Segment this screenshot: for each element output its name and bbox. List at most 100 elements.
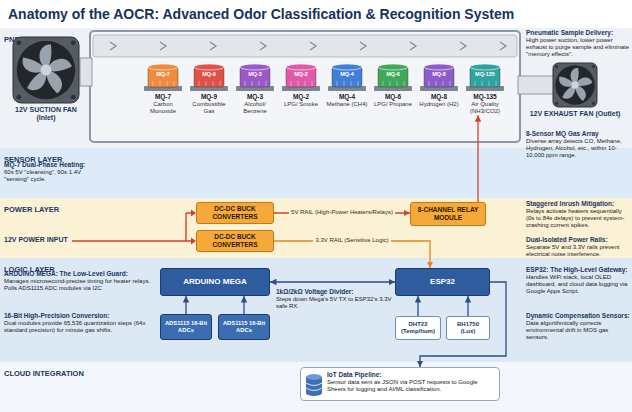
annotation-body: Diverse array detects CO, Methane, Hydro…	[526, 138, 630, 160]
fan-unit: 12V EXHAUST FAN (Outlet)	[522, 62, 628, 118]
adc-module-box: ADS1115 16-Bit ADCs	[218, 314, 270, 340]
annotation-heading: 1kΩ/2kΩ Voltage Divider:	[276, 288, 392, 296]
sensor-gas: Carbon Monoxide	[140, 101, 186, 115]
fan-opening	[555, 65, 595, 105]
layer-label: CLOUD INTEGRATION	[0, 367, 84, 378]
mesh-line	[450, 81, 451, 86]
box-label: ESP32	[430, 277, 455, 287]
sensor-name: MQ-9	[186, 93, 232, 101]
gas-sensor: MQ-2MQ-2LPG/ Smoke	[278, 62, 324, 112]
db-rings	[306, 383, 322, 391]
annotation-body: Manages microsecond-precise timing for h…	[4, 278, 154, 292]
mesh-line	[213, 81, 214, 86]
sensor-name: MQ-6	[370, 93, 416, 101]
annotation-heading: Dynamic Compensation Sensors:	[526, 312, 630, 320]
cap-label: MQ-7	[140, 71, 186, 78]
annotation-group: ARDUINO MEGA: The Low-Level Guard:Manage…	[4, 270, 154, 292]
airflow-chevrons	[110, 42, 506, 50]
rail-label: 5V RAIL (High-Power Heaters/Relays)	[289, 209, 395, 216]
mesh-line	[351, 81, 352, 86]
box-label: ADS1115 16-Bit ADCs	[222, 320, 266, 334]
connector	[467, 296, 468, 316]
power-module-box: DC-DC BUCK CONVERTERS	[196, 202, 274, 224]
mesh-line	[252, 81, 253, 86]
controller-box: ARDUINO MEGA	[160, 268, 270, 296]
air-duct	[93, 35, 517, 57]
arrow-head	[191, 238, 196, 245]
mesh-line	[436, 81, 437, 86]
mesh-line	[174, 81, 175, 86]
annotation-body: Steps down Mega's 5V TX to ESP32's 3.3V …	[276, 296, 392, 310]
mesh-line	[220, 81, 221, 86]
sensor-name: MQ-8	[416, 93, 462, 101]
sensor-name: MQ-135	[462, 93, 508, 101]
connector	[477, 115, 478, 202]
fan-unit: 12V SUCTION FAN (Inlet)	[6, 36, 86, 123]
mesh-line	[245, 81, 246, 86]
box-label: BH1750 (Lux)	[450, 321, 486, 335]
mesh-line	[496, 81, 497, 86]
box-label: DC-DC BUCK CONVERTERS	[201, 233, 269, 249]
sensor-cap-top	[470, 64, 500, 70]
mesh-line	[443, 81, 444, 86]
controller-box: ESP32	[395, 268, 490, 296]
mesh-line	[167, 81, 168, 86]
mesh-line	[153, 81, 154, 86]
database-icon	[305, 373, 323, 397]
mesh-line	[344, 81, 345, 86]
gas-sensor: MQ-6MQ-6LPG/ Propane	[370, 62, 416, 112]
cap-label: MQ-6	[370, 71, 416, 78]
gas-sensor: MQ-135MQ-135Air Quality (NH3/CO2)	[462, 62, 508, 115]
mesh-line	[390, 81, 391, 86]
sensor-gas: LPG/ Smoke	[278, 101, 324, 108]
annotation-heading: 8-Sensor MQ Gas Array	[526, 130, 630, 138]
mesh-line	[259, 81, 260, 86]
cap-label: MQ-135	[462, 71, 508, 78]
fan-illustration	[552, 62, 598, 108]
annotation-body: High power suction, lower power exhaust …	[526, 37, 630, 59]
annotation-heading: 16-Bit High-Precision Conversion:	[4, 312, 154, 320]
mesh-line	[160, 81, 161, 86]
annotation-group: Staggered Inrush Mitigation:Relays activ…	[526, 200, 630, 229]
mesh-line	[199, 81, 200, 86]
box-label: 12V EXHAUST FAN (Outlet)	[522, 110, 628, 118]
fan-frame	[553, 63, 597, 107]
annotation-group: Dual-Isolated Power Rails:Separate 5V an…	[526, 236, 630, 258]
mesh-line	[291, 81, 292, 86]
fan-hub	[41, 65, 52, 76]
fan-illustration	[12, 36, 80, 104]
box-label: ARDUINO MEGA	[183, 277, 247, 287]
annotation-heading: ARDUINO MEGA: The Low-Level Guard:	[4, 270, 154, 278]
screw-hole	[555, 65, 558, 68]
annotation-group: ESP32: The High-Level Gateway:Handles Wi…	[526, 266, 630, 295]
sensor-gas: Combustible Gas	[186, 101, 232, 115]
connector	[274, 241, 430, 268]
outlet-duct	[518, 76, 554, 94]
sensor-chamber-housing	[90, 31, 520, 142]
annotation-heading: ESP32: The High-Level Gateway:	[526, 266, 630, 274]
annotation-heading: MQ-7 Dual-Phase Heating:	[4, 161, 90, 169]
env-sensor-box: BH1750 (Lux)	[446, 316, 490, 340]
sensor-name: MQ-3	[232, 93, 278, 101]
adc-module-box: ADS1115 16-Bit ADCs	[160, 314, 212, 340]
annotation-body: 60s 5V "cleansing", 90s 1.4V "sensing" c…	[4, 169, 90, 183]
mesh-line	[397, 81, 398, 86]
mesh-line	[383, 81, 384, 86]
annotation-group: Pneumatic Sample Delivery:High power suc…	[526, 29, 630, 58]
gas-sensor: MQ-8MQ-8Hydrogen (H2)	[416, 62, 462, 112]
annotation-body: Relays activate heaters sequentially (0s…	[526, 208, 630, 230]
sensor-cap-top	[148, 64, 178, 70]
annotation-heading: Pneumatic Sample Delivery:	[526, 29, 630, 37]
annotation-body: Dual modules provide 65,536 quantization…	[4, 320, 154, 334]
arrow-head	[191, 210, 196, 217]
power-input-wire	[72, 213, 192, 241]
connector	[270, 281, 395, 282]
screw-hole	[71, 95, 76, 100]
fan-frame	[13, 37, 79, 103]
sensor-name: MQ-7	[140, 93, 186, 101]
box-label: DHT22 (Temp/hum)	[399, 321, 437, 335]
diagram-title: Anatomy of the AOCR: Advanced Odor Class…	[8, 6, 514, 23]
gas-sensor: MQ-9MQ-9Combustible Gas	[186, 62, 232, 115]
cap-label: MQ-3	[232, 71, 278, 78]
mesh-line	[337, 81, 338, 86]
